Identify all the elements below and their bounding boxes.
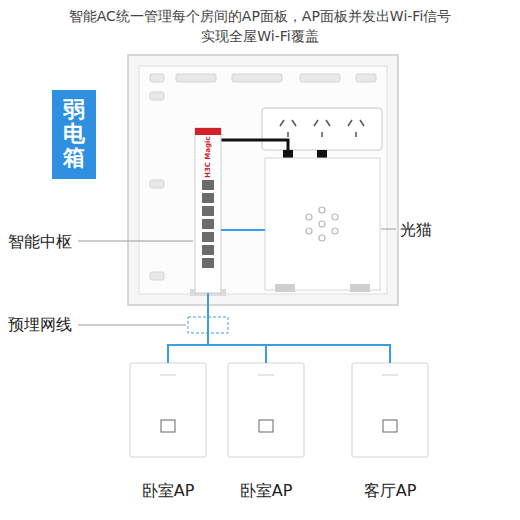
box-title-tab: 弱电箱 bbox=[52, 90, 96, 179]
modem-foot bbox=[275, 284, 295, 292]
smart-hub-router: 智能中枢H3C Magic bbox=[195, 128, 221, 293]
socket-hole bbox=[280, 120, 284, 126]
ap-body bbox=[228, 363, 304, 457]
socket-hole bbox=[355, 132, 357, 137]
ap-panel: 卧室AP bbox=[130, 363, 206, 457]
panel-slot bbox=[300, 74, 340, 82]
modem-foot bbox=[350, 284, 370, 292]
lan-port bbox=[202, 232, 214, 242]
panel-slot bbox=[150, 272, 164, 280]
ap-label: 卧室AP bbox=[240, 481, 293, 500]
ap-logo bbox=[160, 375, 176, 376]
lan-port bbox=[202, 206, 214, 216]
vent bbox=[332, 228, 338, 234]
lan-port bbox=[202, 180, 214, 190]
network-cable bbox=[208, 293, 390, 363]
hub-label: 智能中枢 bbox=[8, 232, 72, 251]
box-frame bbox=[128, 55, 398, 305]
network-cable bbox=[208, 293, 266, 363]
modem-vents bbox=[306, 207, 338, 241]
ap-label: 客厅AP bbox=[364, 481, 417, 500]
lan-port bbox=[202, 245, 214, 255]
panel-slot bbox=[150, 74, 164, 82]
vent bbox=[319, 221, 325, 227]
ap-port bbox=[383, 420, 397, 432]
socket-hole bbox=[314, 120, 318, 126]
router-stripe bbox=[195, 128, 221, 135]
ap-port bbox=[259, 420, 273, 432]
socket-holes bbox=[280, 120, 364, 137]
router-body bbox=[195, 128, 221, 293]
weak-current-box: 弱电箱智能中枢H3C Magic光猫 bbox=[128, 55, 398, 305]
ap-logo bbox=[382, 375, 398, 376]
leader-line bbox=[78, 241, 193, 242]
leader-line bbox=[381, 229, 396, 230]
panel-slot bbox=[150, 92, 164, 100]
socket-hole bbox=[292, 120, 296, 126]
optical-modem: 光猫 bbox=[265, 158, 380, 290]
vent bbox=[319, 207, 325, 213]
ap-body bbox=[130, 363, 206, 457]
vent bbox=[306, 228, 312, 234]
vent bbox=[306, 214, 312, 220]
socket-hole bbox=[287, 132, 289, 137]
ap-logo bbox=[258, 375, 274, 376]
router-ports bbox=[202, 180, 214, 268]
ap-body bbox=[352, 363, 428, 457]
modem-body bbox=[265, 158, 380, 290]
ap-port bbox=[161, 420, 175, 432]
diagram-title: 智能AC统一管理每个房间的AP面板，AP面板并发出Wi-Fi信号 实现全屋Wi-… bbox=[40, 6, 480, 47]
socket-hole bbox=[348, 120, 352, 126]
ap-label: 卧室AP bbox=[142, 481, 195, 500]
lan-port bbox=[202, 258, 214, 268]
panel-slot bbox=[176, 74, 216, 82]
ap-panel: 卧室AP bbox=[228, 363, 304, 457]
box-back-panel bbox=[139, 66, 387, 294]
vent bbox=[319, 235, 325, 241]
network-cable bbox=[168, 293, 208, 363]
panel-slot bbox=[232, 74, 282, 82]
power-cable bbox=[221, 140, 288, 156]
brand-logo: H3C Magic bbox=[204, 136, 212, 178]
socket-hole bbox=[326, 120, 330, 126]
network-cable bbox=[221, 229, 265, 231]
power-strip bbox=[262, 108, 382, 150]
leader-line bbox=[78, 325, 186, 326]
modem-label: 光猫 bbox=[400, 220, 432, 239]
ap-panel: 客厅AP bbox=[352, 363, 428, 457]
socket-hole bbox=[321, 132, 323, 137]
vent bbox=[332, 214, 338, 220]
panel-slot bbox=[150, 180, 164, 188]
lan-port bbox=[202, 219, 214, 229]
cable-label: 预埋网线 bbox=[8, 315, 72, 334]
panel-slot bbox=[356, 74, 376, 82]
socket-hole bbox=[360, 120, 364, 126]
lan-port bbox=[202, 193, 214, 203]
